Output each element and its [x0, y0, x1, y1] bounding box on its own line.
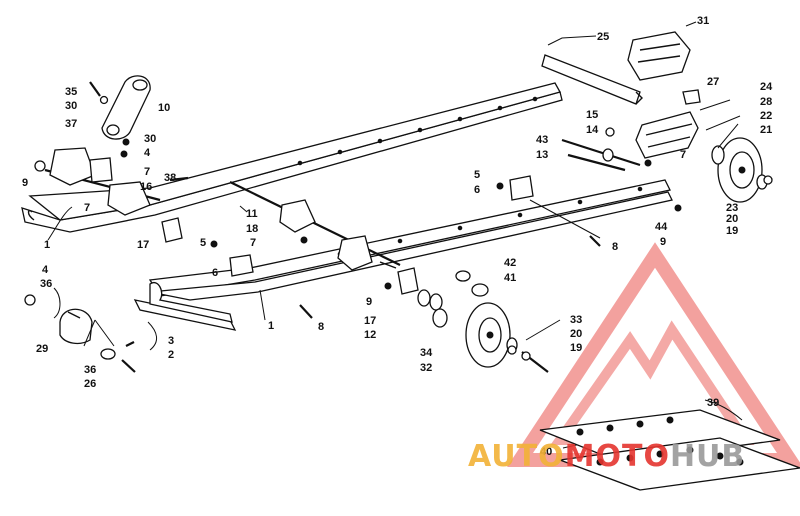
callout-39: 39 [707, 397, 719, 409]
callout-16: 16 [140, 181, 152, 193]
callout-3: 3 [168, 335, 174, 347]
callout-36b: 36 [84, 364, 96, 376]
front-axle-assembly [34, 147, 161, 216]
callout-32: 32 [420, 362, 432, 374]
callout-33: 33 [570, 314, 582, 326]
callout-7c: 7 [250, 237, 256, 249]
callout-1b: 1 [268, 320, 274, 332]
washer-42 [455, 270, 471, 282]
callout-44: 44 [655, 221, 668, 233]
spacer-12 [417, 289, 443, 311]
callout-35: 35 [65, 86, 77, 98]
callout-34: 34 [420, 347, 433, 359]
callout-11: 11 [246, 208, 258, 220]
watermark-hub: HUB [670, 439, 745, 474]
callout-15: 15 [586, 109, 598, 121]
callout-30b: 30 [144, 133, 156, 145]
callout-4a: 4 [144, 147, 151, 159]
leader-lines [47, 21, 743, 449]
callout-29: 29 [36, 343, 48, 355]
callout-14: 14 [586, 124, 599, 136]
callout-19a: 19 [726, 225, 738, 237]
callout-7b: 7 [84, 202, 90, 214]
callout-7a: 7 [144, 166, 150, 178]
callout-24: 24 [760, 81, 773, 93]
callout-20a: 20 [726, 213, 738, 225]
callout-40: 40 [540, 446, 552, 458]
block-6-right [509, 175, 534, 201]
hub-41 [471, 283, 489, 297]
callout-7d: 7 [680, 149, 686, 161]
watermark-moto: MOTO [565, 439, 670, 474]
callout-31: 31 [697, 15, 709, 27]
callout-8a: 8 [612, 241, 618, 253]
callout-5a: 5 [200, 237, 206, 249]
callout-25: 25 [597, 31, 609, 43]
callout-9c: 9 [366, 296, 372, 308]
callout-36a: 36 [40, 278, 52, 290]
rear-axle-tube [541, 54, 643, 105]
callout-42: 42 [504, 257, 516, 269]
svg-text:AUTOMOTOHUB: AUTOMOTOHUB [468, 439, 745, 474]
callout-27: 27 [707, 76, 719, 88]
callout-12: 12 [364, 329, 376, 341]
callout-17a: 17 [137, 239, 149, 251]
long-bolt [561, 138, 641, 172]
callout-19b: 19 [570, 342, 582, 354]
fasteners [24, 81, 773, 373]
callout-4b: 4 [42, 264, 49, 276]
idler-bracket [635, 111, 699, 159]
callout-13: 13 [536, 149, 548, 161]
middle-axle-assembly [229, 181, 401, 271]
callout-28: 28 [760, 96, 772, 108]
rear-idler-wheel [711, 137, 768, 203]
callout-6b: 6 [474, 184, 480, 196]
watermark-auto: AUTO [468, 439, 565, 474]
rear-bracket [627, 31, 691, 81]
bushing-17-right [397, 267, 419, 295]
callout-21: 21 [760, 124, 772, 136]
callout-18: 18 [246, 223, 258, 235]
front-wheel-29 [59, 308, 93, 345]
callout-41: 41 [504, 272, 516, 284]
callout-labels: 25 31 35 30 10 37 30 4 9 7 16 38 7 1 11 … [22, 15, 773, 458]
block-6-left [229, 254, 254, 277]
callout-9a: 9 [22, 177, 28, 189]
clip-27 [682, 89, 701, 105]
callout-8b: 8 [318, 321, 324, 333]
callout-30: 30 [65, 100, 77, 112]
track-cleats [539, 409, 800, 491]
callout-9b: 9 [660, 236, 666, 248]
watermark-text: AUTOMOTOHUB [468, 439, 745, 474]
callout-26: 26 [84, 378, 96, 390]
callout-1a: 1 [44, 239, 50, 251]
callout-43: 43 [536, 134, 548, 146]
callout-17b: 17 [364, 315, 376, 327]
callout-6a: 6 [212, 267, 218, 279]
left-slide-rail [21, 82, 563, 233]
callout-5b: 5 [474, 169, 480, 181]
bushing-17-left [161, 217, 183, 243]
callout-38: 38 [164, 172, 176, 184]
callout-22: 22 [760, 110, 772, 122]
wear-strip [133, 281, 237, 331]
callout-10: 10 [158, 102, 170, 114]
callout-23: 23 [726, 202, 738, 214]
callout-2: 2 [168, 349, 174, 361]
callout-37: 37 [65, 118, 77, 130]
middle-idler-wheel [432, 302, 549, 373]
front-arm [101, 75, 151, 140]
callout-20b: 20 [570, 328, 582, 340]
